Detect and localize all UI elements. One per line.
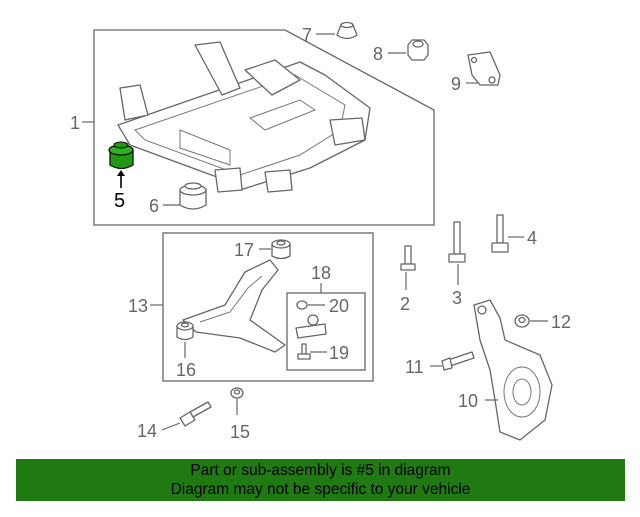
callout-4: 4 — [527, 228, 537, 248]
callout-1: 1 — [70, 113, 80, 133]
crossmember-part — [117, 41, 371, 193]
callout-6: 6 — [149, 196, 159, 216]
bolt-part-19 — [297, 343, 311, 360]
bushing-part-5 — [108, 141, 134, 170]
callout-20: 20 — [329, 296, 349, 316]
callout-7: 7 — [302, 25, 312, 45]
bolt-part-11 — [441, 351, 475, 371]
callout-2: 2 — [400, 294, 410, 314]
nut-part-20 — [296, 300, 308, 310]
bracket-part-9 — [467, 51, 501, 86]
callout-5: 5 — [114, 190, 125, 212]
bolt-part-4 — [491, 214, 509, 253]
callout-19: 19 — [329, 343, 349, 363]
callout-17: 17 — [234, 240, 254, 260]
callout-16: 16 — [176, 360, 196, 380]
nut-part-15 — [230, 387, 244, 399]
callout-14: 14 — [137, 421, 157, 441]
bolt-part-2 — [400, 245, 416, 271]
banner-line-2: Diagram may not be specific to your vehi… — [170, 481, 471, 498]
callout-8: 8 — [373, 44, 383, 64]
bolt-part-14 — [179, 401, 212, 427]
banner-line-1: Part or sub-assembly is #5 in diagram — [190, 462, 451, 479]
lower-arm-part-13 — [182, 259, 286, 353]
callout-11: 11 — [405, 357, 424, 377]
bolt-part-3 — [448, 221, 466, 263]
callout-18: 18 — [311, 263, 331, 283]
callout-9: 9 — [451, 74, 461, 94]
callout-12: 12 — [551, 312, 571, 332]
bushing-part-16 — [176, 321, 194, 341]
ball-joint-part — [295, 314, 327, 339]
info-banner: Part or sub-assembly is #5 in diagram Di… — [16, 459, 625, 501]
cap-part-7 — [336, 21, 358, 40]
nut-part-12 — [514, 314, 530, 328]
mount-part-6 — [179, 182, 207, 210]
knuckle-part-10 — [473, 299, 553, 441]
callout-13: 13 — [128, 296, 148, 316]
bushing-part-17 — [271, 239, 291, 260]
nut-part-8 — [407, 39, 429, 61]
callout-15: 15 — [230, 422, 250, 442]
leader-lines — [82, 33, 548, 431]
callout-3: 3 — [452, 288, 462, 308]
callout-10: 10 — [458, 391, 478, 411]
